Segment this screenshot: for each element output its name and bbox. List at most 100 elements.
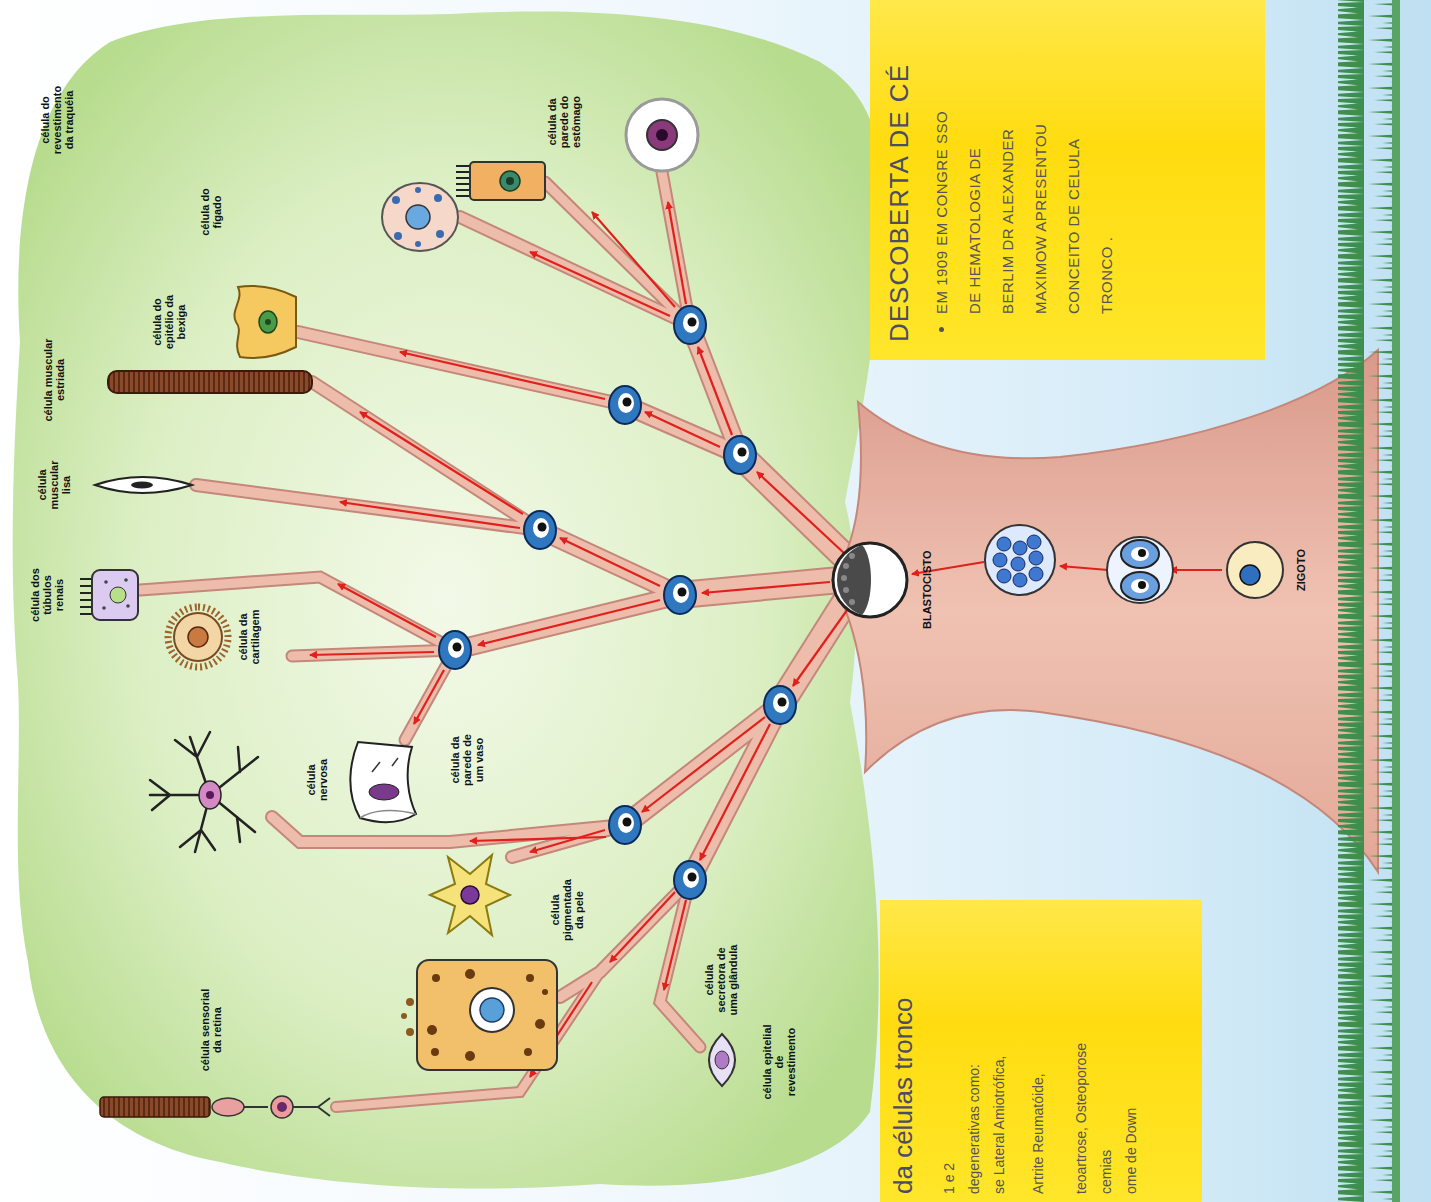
branch-part [680,580,840,595]
embryo-stages-part-part [849,599,855,605]
growth-arrows-part [360,412,523,514]
bladder-cell-part [234,286,296,358]
secretory-cell-part [406,998,414,1006]
cell-label: célula da parede de um vaso [450,729,486,791]
growth-arrows-part [414,670,444,724]
cell-name: célula do epitélio da bexiga [152,292,188,352]
epithelial-cell-part [709,1034,735,1086]
branch-part [740,455,845,557]
growth-arrows-part [645,412,720,447]
cell-name: célula da cartilagem [238,604,262,670]
info-panel: da células tronco1 e 2degenerativas como… [880,900,1202,1202]
striated-muscle-cell-part [108,371,312,393]
panel-text: ome de Down [1119,908,1144,1194]
secretory-cell-part-part [465,969,475,979]
embryo-stages-part [1240,565,1260,585]
cell-name: célula dos túbulos renais [30,562,66,628]
embryo-stages-part [841,553,855,605]
branch-outline-part [540,530,680,595]
epithelial-cell-part [715,1051,729,1069]
branch-outline-part [292,650,455,656]
branch-part [540,530,680,595]
growth-arrows-part [560,538,660,586]
branch-outline [140,172,845,1107]
vessel-wall-cell [350,742,416,822]
bladder-cell [234,286,296,358]
panel-title: da células tronco [888,908,919,1194]
embryo-stages-part-part [1027,535,1041,549]
embryo-stages-part [837,545,871,615]
liver-cell-part-part [436,230,444,238]
branch-part [545,182,690,325]
embryo-stages-part [985,525,1055,595]
cell-label: célula pigmentada da pele [550,875,586,945]
growth-arrows-part [400,352,605,399]
embryo-stages-part-part [1011,557,1025,571]
retina-cell [100,1096,330,1118]
cell-label: célula da cartilagem [238,604,262,670]
growth-arrows-part [700,724,770,860]
liver-cell-part-part [394,232,402,240]
kidney-tubule-cell-part [102,578,130,610]
growth-arrows-part [668,202,686,304]
embryo-stages-part [833,543,907,617]
branch-part [298,332,625,405]
secretory-cell-part [401,1013,407,1019]
liver-cell-part-part [415,241,421,247]
liver-cell-part-part [415,187,421,193]
retina-cell-part [100,1097,210,1117]
panel-text: 1 e 2 [937,908,962,1194]
branch-outline-part [298,332,625,405]
cell-label: célula do revestimento da traquéia [40,81,76,159]
growth-arrows-part [310,652,434,655]
cartilage-cell [168,607,228,667]
embryo-stages-part-part [1029,551,1043,565]
embryo-stages-part-part [841,575,847,581]
embryo-stages-part-part [843,563,849,569]
growth-arrows-part [530,830,605,852]
stem-cells-part [674,306,706,344]
cell-label: BLASTOCISTO [922,551,934,629]
embryo-stages-part [1138,549,1146,557]
panel-text: Artrite Reumatóide, [1026,908,1051,1194]
vessel-wall-cell-part [372,758,398,772]
stem-cells-part [674,861,706,899]
growth-arrows-part [610,892,675,962]
cell-name: célula pigmentada da pele [550,875,586,945]
cell-label: célula secretora de uma glândula [704,942,740,1018]
liver-cell-part-part [392,196,400,204]
smooth-muscle-cell [95,477,192,493]
pigment-cell-part [430,855,510,935]
branch-part [292,650,455,656]
embryo-stages-part [1121,540,1159,568]
bladder-cell-part [265,319,271,325]
stem-cells-part [609,386,641,424]
kidney-tubule-cell-part [80,579,92,614]
liver-cell-part [392,187,444,247]
growth-arrows-part [664,900,686,990]
secretory-cell-part-part [526,974,534,982]
panel-text: teoartrose, Osteoporose [1069,908,1094,1194]
stem-cells-part [439,631,471,669]
stem-cells-part [664,576,696,614]
trachea-cell-part [500,171,520,191]
stem-cells-part [609,806,641,844]
branch-part [662,172,690,325]
retina-cell-part [277,1102,287,1112]
embryo-stages-part [1227,542,1283,598]
cell-name: célula nervosa [306,752,330,808]
stomach-cell-part [656,129,668,141]
cell-label: célula muscular estriada [43,335,67,425]
branch-part [312,382,540,530]
stomach-cell-part [626,99,698,171]
embryo-stages [833,525,1283,617]
embryo-stages-part-part [997,537,1011,551]
cell-name: BLASTOCISTO [922,551,934,629]
secretory-cell-part [406,1028,414,1036]
secretory-cell [401,960,557,1070]
retina-cell-part [271,1096,293,1118]
cell-label: célula do epitélio da bexiga [152,292,188,352]
embryo-stages-part [1138,581,1146,589]
panel-text: se Lateral Amiotrófica, [987,908,1012,1194]
